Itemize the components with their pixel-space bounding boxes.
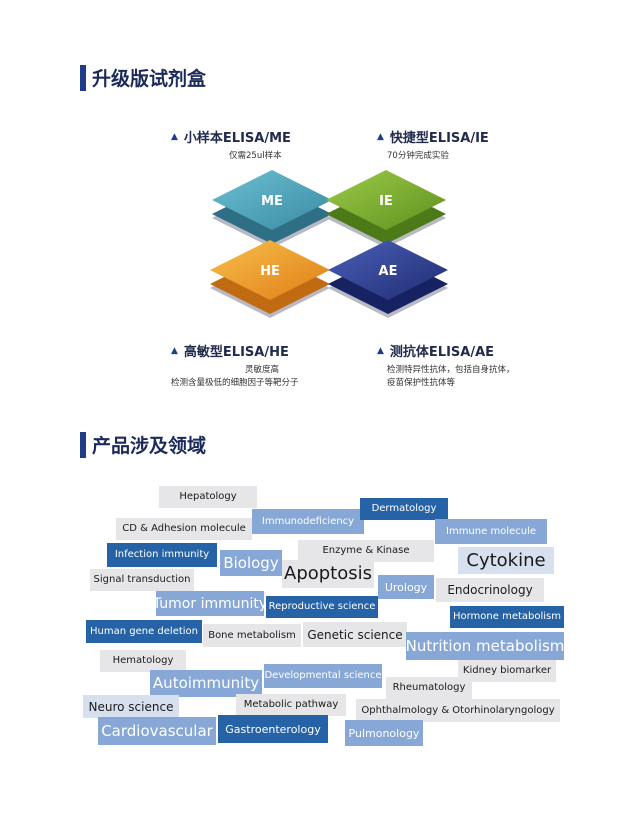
tag-biology: Biology xyxy=(220,550,282,576)
tag-rheumatology: Rheumatology xyxy=(386,677,472,699)
tag-neuro-science: Neuro science xyxy=(83,695,179,718)
kit-desc-line: 检测特异性抗体，包括自身抗体， xyxy=(387,365,515,375)
diamond-ae: AE xyxy=(328,240,448,318)
diamond-ie: IE xyxy=(326,170,446,248)
kit-title: 小样本ELISA/ME xyxy=(183,131,291,146)
tag-infection-immunity: Infection immunity xyxy=(107,543,217,567)
tag-cytokine: Cytokine xyxy=(458,547,554,574)
kit-diamond-graphic: ME IE HE AE xyxy=(210,170,448,318)
tag-autoimmunity: Autoimmunity xyxy=(150,670,262,697)
tag-developmental-science: Developmental science xyxy=(264,664,382,688)
tag-gastroenterology: Gastroenterology xyxy=(218,715,328,743)
kit-desc-line: 灵敏度高 xyxy=(244,365,279,375)
tag-genetic-science: Genetic science xyxy=(303,622,407,647)
tag-immune-molecule: Immune molecule xyxy=(435,519,547,544)
tag-pulmonology: Pulmonology xyxy=(345,720,423,746)
triangle-icon: ▲ xyxy=(377,131,384,142)
section-title-text: 升级版试剂盒 xyxy=(92,68,207,90)
kit-title: 快捷型ELISA/IE xyxy=(389,131,489,146)
tag-cd-adhesion: CD & Adhesion molecule xyxy=(116,518,252,540)
kit-title: 测抗体ELISA/AE xyxy=(389,345,495,360)
diamond-me: ME xyxy=(212,170,332,248)
tag-bone-metabolism: Bone metabolism xyxy=(203,624,301,647)
tag-hematology: Hematology xyxy=(100,650,186,672)
kit-ae: ▲ 测抗体ELISA/AE 检测特异性抗体，包括自身抗体， 疫苗保护性抗体等 xyxy=(377,341,515,390)
tag-apoptosis: Apoptosis xyxy=(282,560,374,588)
tag-nutrition-metabolism: Nutrition metabolism xyxy=(406,632,564,660)
tag-tumor-immunity: Tumor immunity xyxy=(153,591,267,616)
title-accent-bar xyxy=(80,431,86,458)
tag-metabolic-pathway: Metabolic pathway xyxy=(236,694,346,716)
diamond-label: HE xyxy=(260,264,280,279)
diamond-label: AE xyxy=(379,264,398,279)
kit-desc-line: 70分钟完成实验 xyxy=(387,151,449,161)
kit-desc-line: 疫苗保护性抗体等 xyxy=(387,378,456,388)
tag-endocrinology: Endocrinology xyxy=(436,578,544,602)
kit-desc-line: 仅需25ul样本 xyxy=(229,151,282,161)
kit-desc-line: 检测含量极低的细胞因子等靶分子 xyxy=(171,378,299,388)
title-accent-bar xyxy=(80,64,86,91)
kit-desc: 仅需25ul样本 xyxy=(171,150,291,163)
diamond-label: IE xyxy=(379,194,393,209)
triangle-icon: ▲ xyxy=(377,345,384,356)
kit-desc: 检测特异性抗体，包括自身抗体， 疫苗保护性抗体等 xyxy=(377,364,515,390)
tag-kidney-biomarker: Kidney biomarker xyxy=(458,660,556,682)
triangle-icon: ▲ xyxy=(171,345,178,356)
kit-desc: 70分钟完成实验 xyxy=(377,150,489,163)
diamond-he: HE xyxy=(210,240,330,318)
tag-dermatology: Dermatology xyxy=(360,498,448,520)
kit-title: 高敏型ELISA/HE xyxy=(183,345,289,360)
tag-urology: Urology xyxy=(378,575,434,599)
kit-he: ▲ 高敏型ELISA/HE 灵敏度高 检测含量极低的细胞因子等靶分子 xyxy=(171,341,299,390)
tag-cardiovascular: Cardiovascular xyxy=(98,717,216,745)
section-title-text: 产品涉及领域 xyxy=(92,435,207,457)
tag-enzyme-kinase: Enzyme & Kinase xyxy=(298,540,434,562)
kit-desc: 灵敏度高 检测含量极低的细胞因子等靶分子 xyxy=(171,364,299,390)
section-title-fields: 产品涉及领域 xyxy=(80,431,206,458)
tag-hepatology: Hepatology xyxy=(159,486,257,508)
tag-signal-transduction: Signal transduction xyxy=(90,569,194,591)
section-title-upgrade-kits: 升级版试剂盒 xyxy=(80,64,206,91)
kit-me: ▲ 小样本ELISA/ME 仅需25ul样本 xyxy=(171,127,291,163)
tag-human-gene-deletion: Human gene deletion xyxy=(86,620,202,643)
tag-immunodeficiency: Immunodeficiency xyxy=(252,509,364,534)
tag-reproductive-science: Reproductive science xyxy=(266,596,378,618)
triangle-icon: ▲ xyxy=(171,131,178,142)
diamond-label: ME xyxy=(261,194,283,209)
tag-ophthalmology: Ophthalmology & Otorhinolaryngology xyxy=(356,699,560,722)
tag-hormone-metabolism: Hormone metabolism xyxy=(450,606,564,628)
kit-ie: ▲ 快捷型ELISA/IE 70分钟完成实验 xyxy=(377,127,489,163)
